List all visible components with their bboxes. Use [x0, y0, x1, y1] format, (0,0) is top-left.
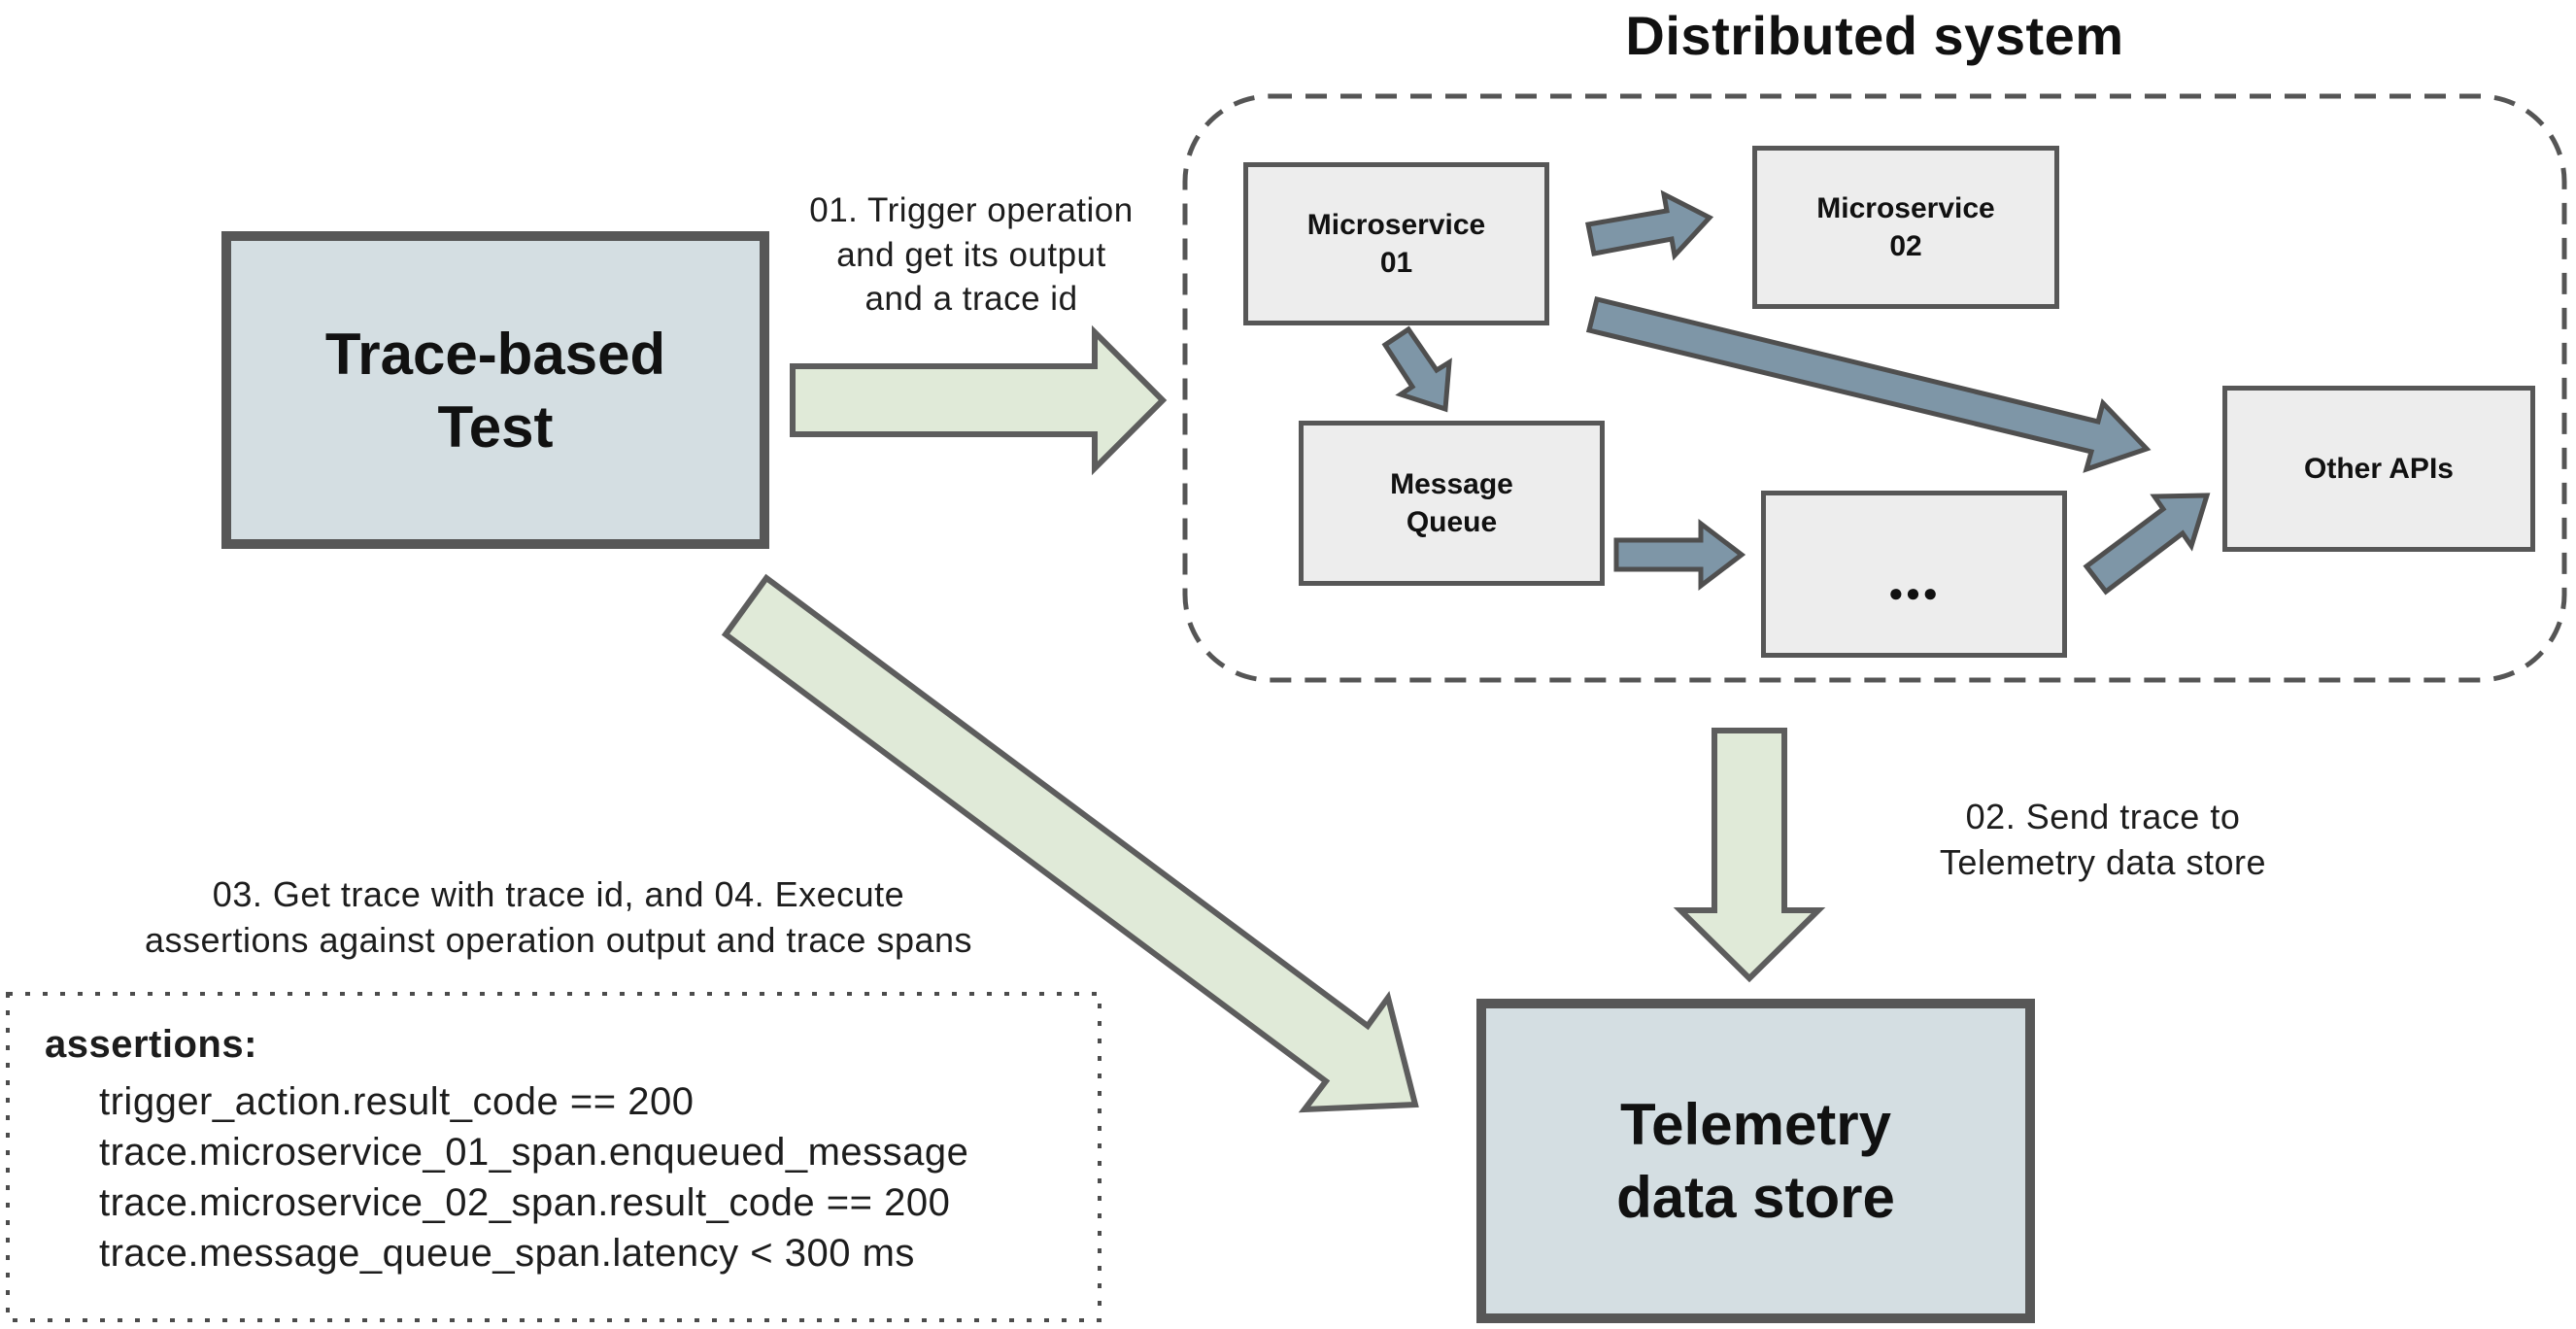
assertion-item: trace.microservice_01_span.enqueued_mess… [99, 1131, 969, 1174]
node-ellipsis: ●●● [1761, 491, 2067, 658]
node-label-line: Microservice [1816, 192, 1995, 224]
node-label-line: 01 [1379, 247, 1413, 279]
ellipsis-icon: ●●● [1887, 578, 1941, 608]
label-line: and get its output [836, 235, 1106, 274]
assertion-item: trace.message_queue_span.latency < 300 m… [99, 1232, 915, 1275]
node-telemetry-data-store: Telemetry data store [1476, 999, 2035, 1323]
node-microservice-02: Microservice 02 [1752, 146, 2059, 309]
node-label-line: Telemetry [1619, 1092, 1892, 1157]
node-label-line: Other APIs [2304, 453, 2454, 485]
node-label-line: Trace-based [324, 321, 666, 387]
label-step-01-trigger: 01. Trigger operation and get its output… [765, 188, 1177, 322]
label-step-03-04-assertions: 03. Get trace with trace id, and 04. Exe… [44, 872, 1073, 964]
arrow-ellipsis-to-other-apis [2083, 493, 2211, 596]
node-microservice-01: Microservice 01 [1243, 162, 1549, 325]
arrow-step-02-send-trace [1673, 728, 1826, 983]
node-label-line: Test [437, 393, 554, 460]
node-label-line: Microservice [1306, 209, 1486, 241]
node-label-line: Message [1390, 468, 1513, 500]
node-label-line: 02 [1889, 230, 1922, 262]
arrow-m01-to-other-apis [1585, 295, 2152, 473]
label-step-02-send-trace: 02. Send trace to Telemetry data store [1860, 795, 2346, 886]
label-line: Telemetry data store [1939, 841, 2267, 882]
label-line: assertions against operation output and … [144, 919, 973, 960]
assertions-heading: assertions: [45, 1023, 257, 1066]
assertions-panel: assertions: trigger_action.result_code =… [8, 994, 1100, 1320]
label-line: 03. Get trace with trace id, and 04. Exe… [212, 874, 905, 914]
label-line: 02. Send trace to [1965, 797, 2241, 836]
node-message-queue: Message Queue [1299, 421, 1605, 586]
arrow-m01-to-message-queue [1381, 325, 1452, 413]
node-label-line: data store [1616, 1165, 1895, 1230]
arrow-message-queue-to-ellipsis [1613, 518, 1746, 592]
node-trace-based-test: Trace-based Test [221, 231, 769, 549]
node-other-apis: Other APIs [2222, 386, 2535, 552]
assertion-item: trace.microservice_02_span.result_code =… [99, 1181, 951, 1224]
node-label-line: Queue [1406, 506, 1498, 538]
distributed-system-title: Distributed system [1625, 4, 2124, 66]
arrow-step-01-trigger [790, 324, 1168, 476]
arrow-m01-to-m02 [1585, 189, 1714, 261]
assertion-item: trigger_action.result_code == 200 [99, 1080, 695, 1123]
label-line: and a trace id [864, 280, 1078, 318]
label-line: 01. Trigger operation [809, 191, 1134, 229]
